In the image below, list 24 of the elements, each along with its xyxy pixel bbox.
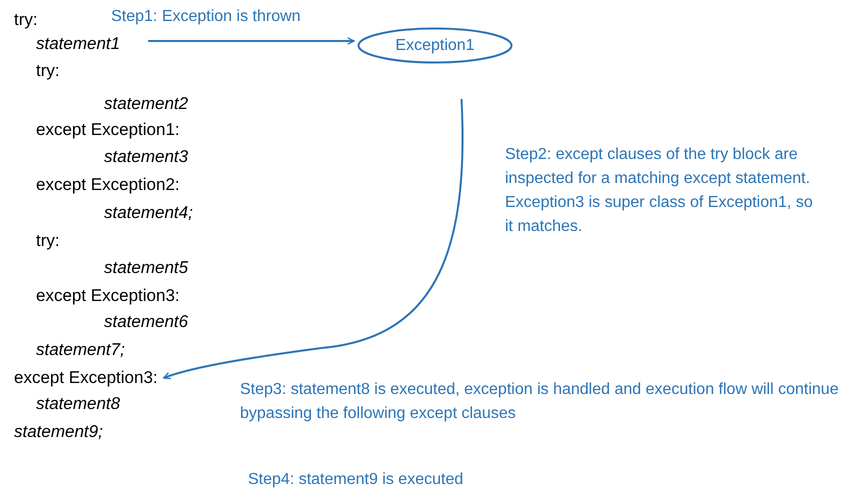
code-line: statement5 [104, 258, 188, 278]
code-line: statement7; [36, 340, 125, 360]
arrow [163, 98, 464, 380]
code-line: statement9; [14, 422, 103, 442]
code-line: try: [36, 61, 60, 81]
code-line: statement8 [36, 394, 120, 414]
step-note: Step2: except clauses of the try block are inspected for a matching except statement. Exception3 is super class of Exception1, so it matches. [505, 145, 814, 237]
code-line: except Exception3: [14, 368, 158, 388]
code-line: try: [36, 231, 60, 251]
edge-label: Step1: Exception is thrown [111, 7, 301, 27]
step-note: Step4: statement9 is executed [248, 470, 464, 490]
code-line: statement3 [104, 147, 188, 167]
code-line: except Exception3: [36, 286, 180, 306]
code-line: statement6 [104, 312, 188, 332]
step-note: Step3: statement8 is executed, exception is handled and execution flow will continue bypassing the following except clauses [240, 380, 840, 424]
code-line: statement2 [104, 94, 188, 114]
exception-name: Exception1 [395, 36, 475, 54]
code-line: except Exception2: [36, 175, 180, 195]
exception-ellipse [357, 27, 513, 64]
code-line: statement1 [36, 34, 120, 54]
code-line: except Exception1: [36, 120, 180, 140]
code-line: statement4; [104, 203, 193, 223]
arrow [148, 37, 355, 45]
code-line: try: [14, 10, 38, 30]
